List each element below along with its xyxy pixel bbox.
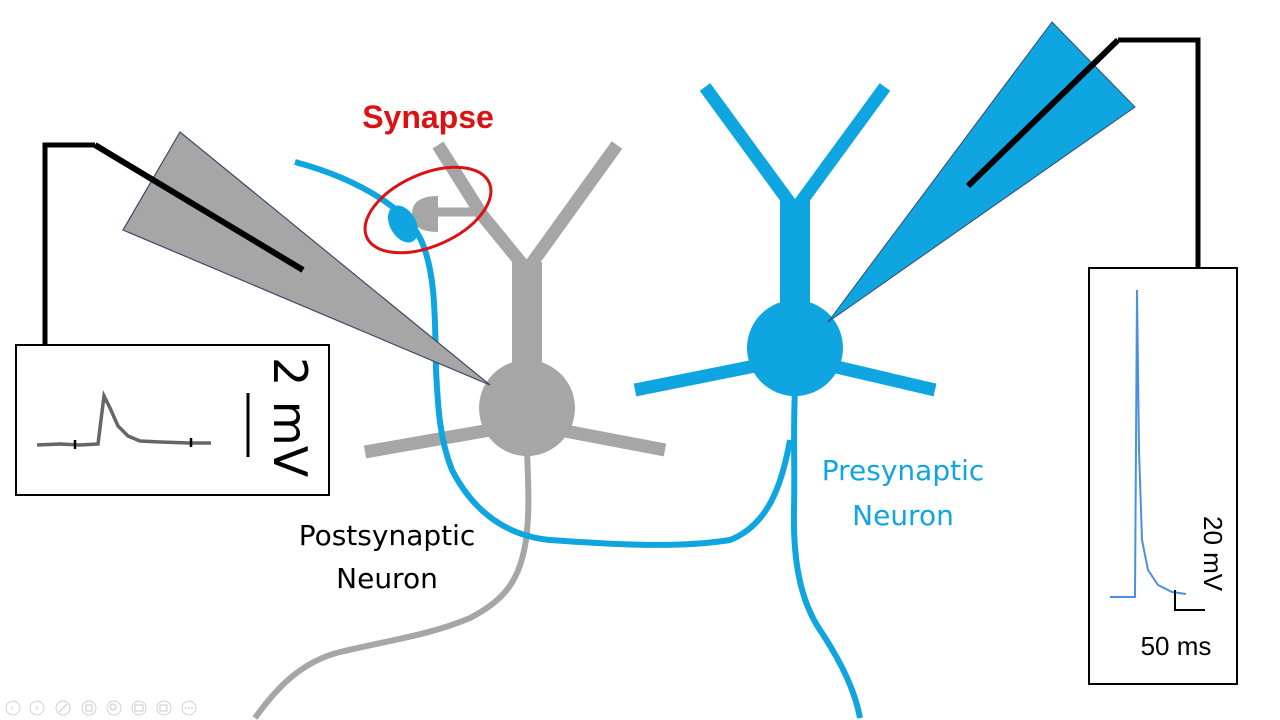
next-icon[interactable]: › [29,700,45,716]
presynaptic-electrode [827,21,1201,323]
pen-icon[interactable] [55,700,71,716]
postsynaptic-electrode [42,131,491,386]
postsynaptic-label-line1: Postsynaptic [299,519,476,552]
epsp-trace [36,390,211,447]
copy-icon[interactable] [81,700,97,716]
postsynaptic-label-line2: Neuron [336,562,438,595]
presynaptic-neuron [294,83,937,719]
zoom-icon[interactable] [106,700,122,716]
more-icon[interactable] [181,700,197,716]
presynaptic-label-line1: Presynaptic [822,454,985,487]
scale-label-50ms: 50 ms [1141,631,1212,661]
presynaptic-label-line2: Neuron [852,499,954,532]
synapse-label: Synapse [362,99,494,135]
presynaptic-recording-box: 20 mV 50 ms [1088,267,1238,685]
postsynaptic-recording-box: 2 mV [15,344,330,496]
scale-label-2mv: 2 mV [263,357,317,478]
svg-text:›: › [35,704,39,714]
svg-text:‹: ‹ [10,704,14,714]
prev-icon[interactable]: ‹ [5,700,21,716]
camera-icon[interactable] [156,700,172,716]
scale-label-20mv: 20 mV [1198,516,1228,592]
presentation-controls[interactable]: ‹ › [5,700,197,716]
synapse-highlight: Synapse [362,99,494,255]
subtitles-icon[interactable] [131,700,147,716]
postsynaptic-neuron [252,141,667,720]
action-potential-trace [1110,289,1187,598]
